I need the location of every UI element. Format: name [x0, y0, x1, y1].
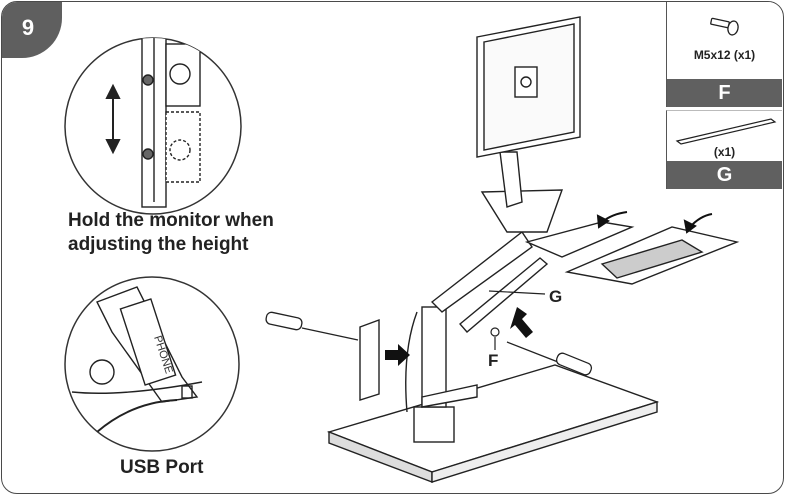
arrow-icon: [385, 307, 533, 366]
desk: [326, 364, 660, 484]
screw-icon: [710, 17, 739, 36]
keyboard-tray: [524, 221, 740, 285]
height-detail-circle: [64, 37, 242, 215]
callout-f: F: [488, 351, 498, 370]
screwdriver-icon: [506, 341, 593, 376]
part-g-label: G: [666, 161, 782, 189]
stand-arms: [430, 151, 564, 313]
side-cover: [359, 318, 380, 401]
up-down-arrow-icon: [105, 83, 121, 155]
screw-icon: [490, 327, 500, 337]
callout-g: G: [549, 287, 562, 306]
part-g-qty: (x1): [713, 145, 736, 159]
usb-detail-circle: PHONE: [64, 276, 240, 452]
part-f-label: F: [666, 79, 782, 107]
cable-cover: [458, 257, 549, 333]
part-f-box: M5x12 (x1): [666, 2, 782, 80]
monitor: [476, 16, 581, 158]
stand-pole: [405, 306, 478, 443]
part-f-qty: M5x12 (x1): [693, 48, 756, 62]
part-g-box: (x1): [666, 110, 782, 162]
screwdriver-icon: [265, 311, 359, 341]
arrow-icon: [596, 211, 713, 234]
strip-icon: [675, 118, 777, 145]
height-caption: Hold the monitor when adjusting the heig…: [68, 210, 274, 255]
usb-port-caption: USB Port: [120, 457, 204, 478]
